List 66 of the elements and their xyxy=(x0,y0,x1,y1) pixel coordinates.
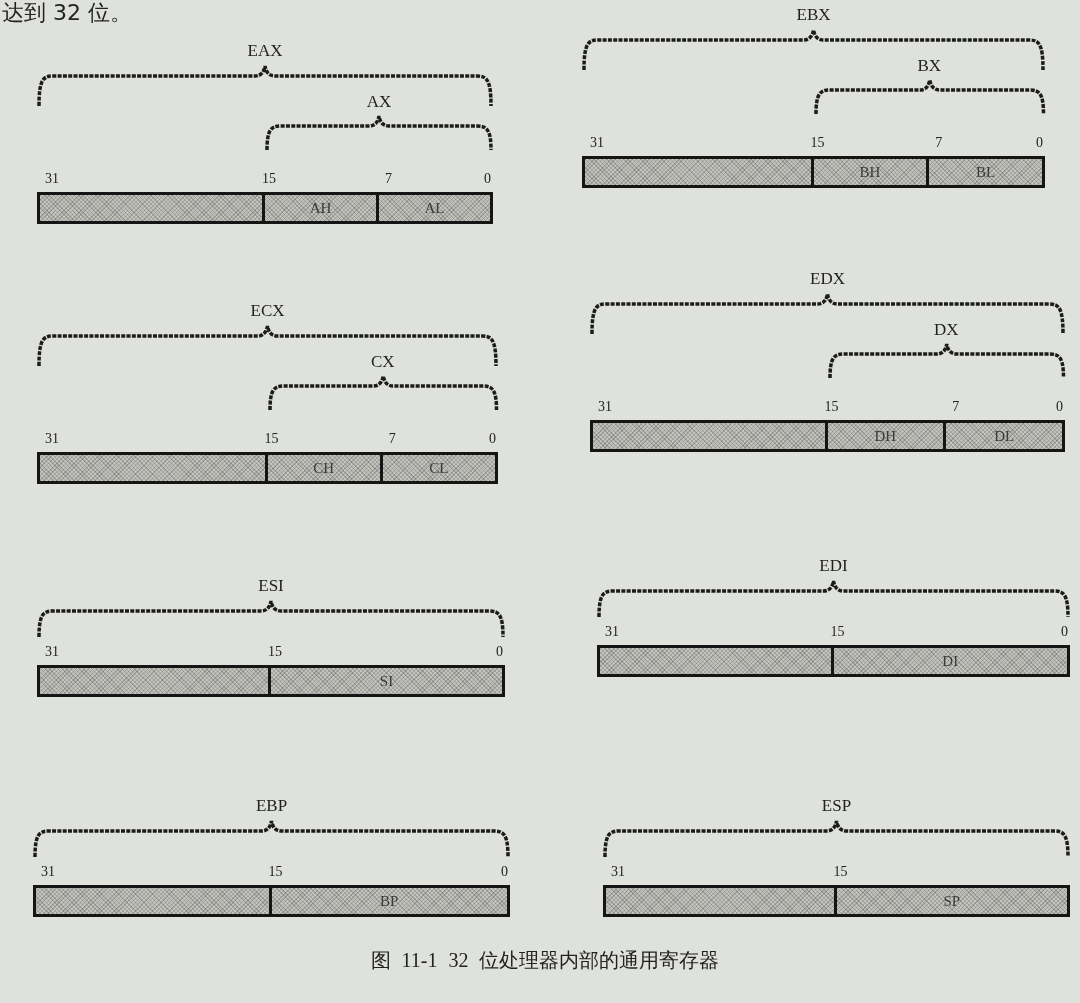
segment-label: CH xyxy=(313,460,335,476)
bit-number: 0 xyxy=(489,432,496,446)
register-segment xyxy=(37,665,271,697)
register-segment xyxy=(268,665,505,697)
segment-label: CL xyxy=(429,460,449,476)
register-segment xyxy=(262,192,379,224)
bit-number: 15 xyxy=(833,865,848,879)
bit-number: 0 xyxy=(484,172,491,186)
register-name: EAX xyxy=(247,42,283,59)
register-segment xyxy=(603,885,837,917)
register-name: EBX xyxy=(796,6,831,23)
bit-number: 15 xyxy=(824,400,839,414)
figure-caption: 图 11-1 32 位处理器内部的通用寄存器 xyxy=(370,950,720,970)
segment-label: DH xyxy=(874,428,897,444)
register-name: EDX xyxy=(810,270,845,287)
bit-number: 0 xyxy=(501,865,508,879)
register-segment xyxy=(582,156,814,188)
segment-label: SP xyxy=(943,893,961,909)
register-segment xyxy=(33,885,272,917)
register-segment xyxy=(37,452,268,484)
register-segment xyxy=(590,420,828,452)
register-segment xyxy=(376,192,493,224)
bit-number: 7 xyxy=(952,400,960,414)
bit-number: 31 xyxy=(590,136,604,150)
bit-number: 31 xyxy=(611,865,625,879)
register-name: CX xyxy=(370,353,395,370)
segment-label: BL xyxy=(976,164,996,180)
register-segment xyxy=(926,156,1045,188)
bit-number: 31 xyxy=(41,865,55,879)
segment-label: DL xyxy=(994,428,1015,444)
segment-label: SI xyxy=(379,673,394,689)
bit-number: 15 xyxy=(810,136,825,150)
register-name: ESP xyxy=(821,797,852,814)
bit-number: 31 xyxy=(605,625,619,639)
register-name: AX xyxy=(366,93,392,110)
bit-number: 7 xyxy=(388,432,396,446)
bit-number: 0 xyxy=(1036,136,1043,150)
bit-number: 15 xyxy=(262,172,276,186)
segment-label: AL xyxy=(424,200,445,216)
bit-number: 31 xyxy=(45,172,59,186)
bit-number: 15 xyxy=(268,865,283,879)
register-name: EDI xyxy=(819,557,848,574)
segment-label: AH xyxy=(309,200,332,216)
segment-label: BP xyxy=(380,893,399,909)
bit-number: 31 xyxy=(45,432,59,446)
segment-label: DI xyxy=(942,653,959,669)
register-name: ESI xyxy=(258,577,284,594)
bit-number: 15 xyxy=(268,645,282,659)
register-segment xyxy=(37,192,265,224)
register-segment xyxy=(597,645,834,677)
bit-number: 0 xyxy=(1056,400,1063,414)
bit-number: 31 xyxy=(598,400,612,414)
register-name: DX xyxy=(933,321,959,338)
register-name: ECX xyxy=(250,302,285,319)
bit-number: 15 xyxy=(264,432,279,446)
body-text: 达到 32 位。 xyxy=(2,2,132,24)
segment-label: BH xyxy=(859,164,881,180)
bit-number: 7 xyxy=(935,136,943,150)
bit-number: 0 xyxy=(1061,625,1068,639)
register-name: EBP xyxy=(255,797,288,814)
bit-number: 0 xyxy=(496,645,503,659)
bit-number: 7 xyxy=(385,172,392,186)
register-segment xyxy=(943,420,1065,452)
register-name: BX xyxy=(917,57,942,74)
bit-number: 31 xyxy=(45,645,59,659)
bit-number: 15 xyxy=(830,625,845,639)
